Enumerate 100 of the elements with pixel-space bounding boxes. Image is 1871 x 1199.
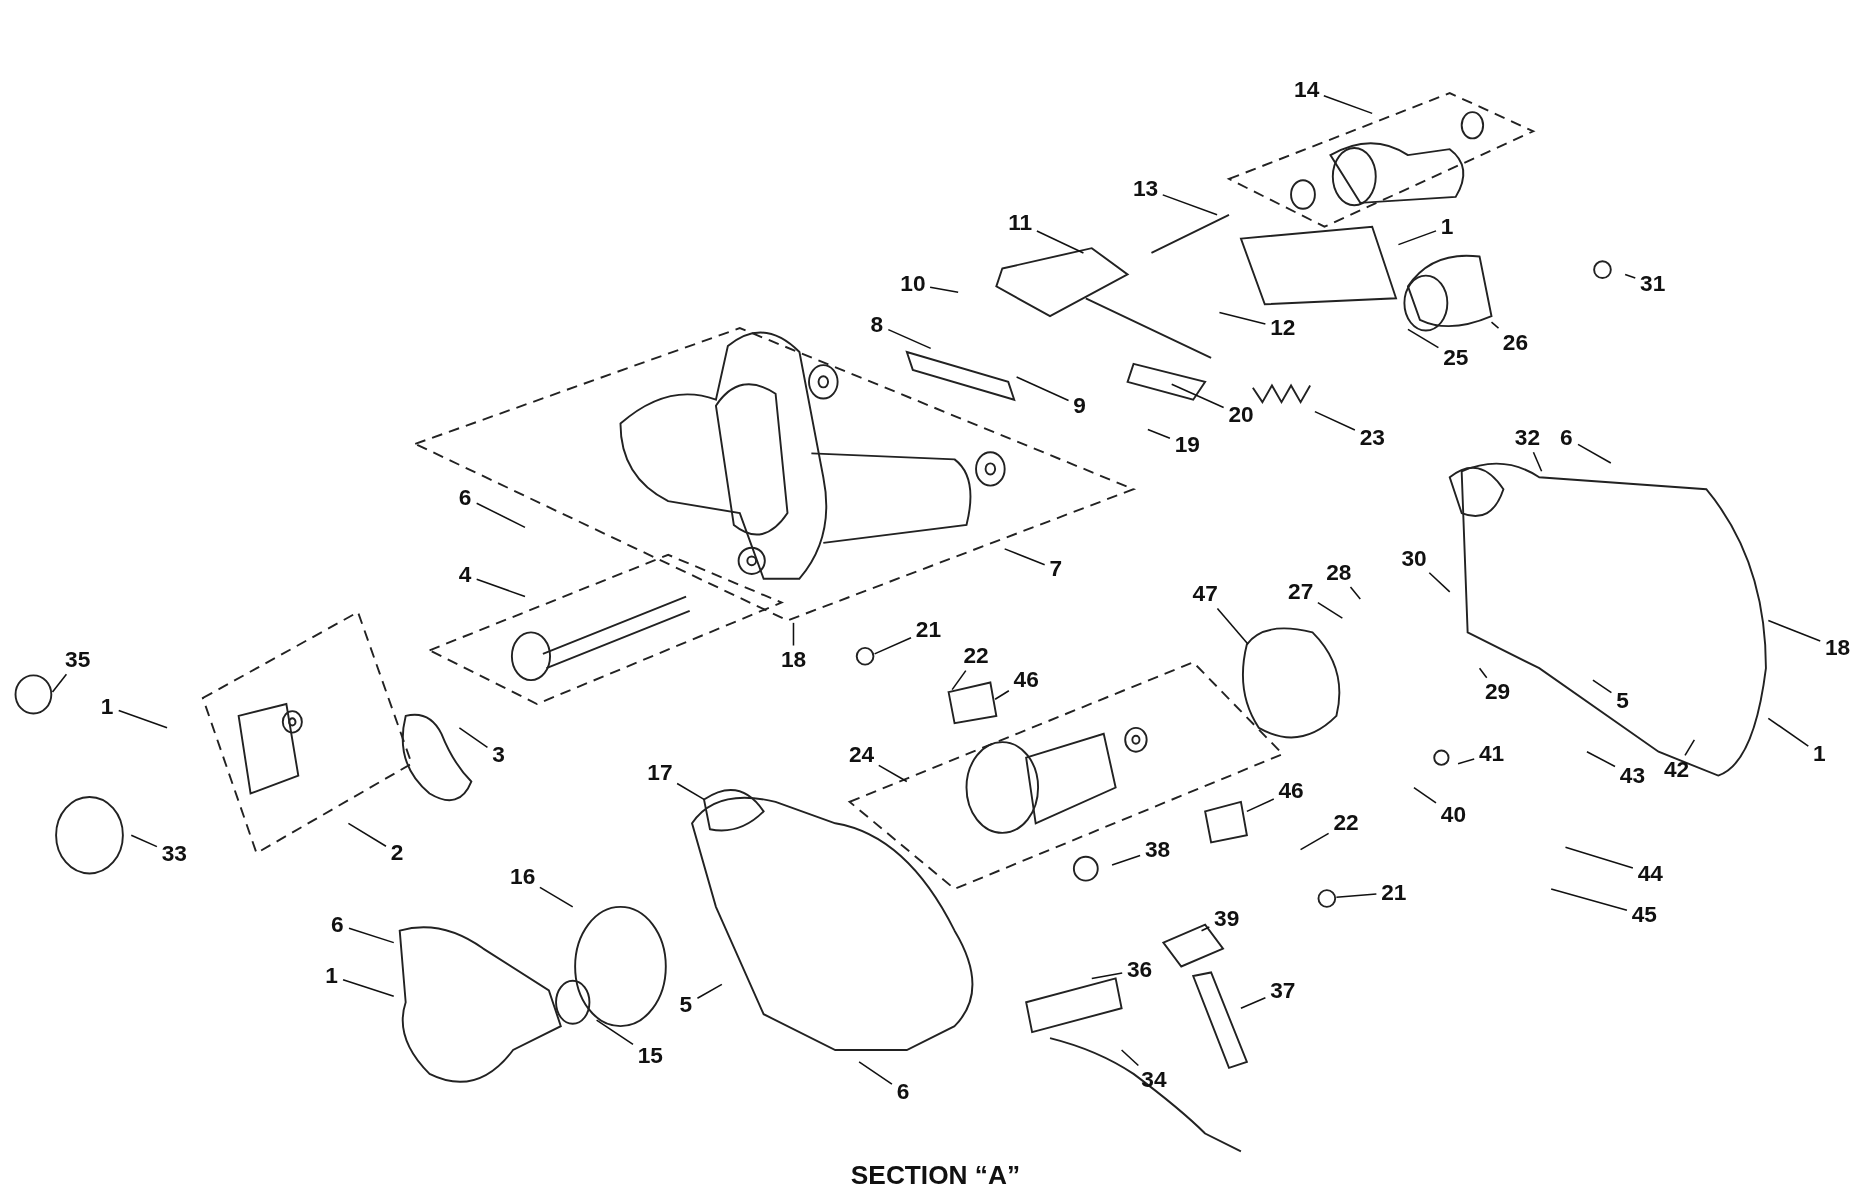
callout-number: 42 (1662, 757, 1691, 782)
leader-line (1299, 832, 1330, 851)
callout-number: 45 (1630, 903, 1659, 928)
callout-number: 30 (1400, 546, 1428, 571)
callout-number: 21 (1379, 880, 1408, 905)
callout-number: 6 (1558, 425, 1574, 450)
callout-number: 4 (457, 563, 473, 588)
callout-number: 46 (1012, 668, 1041, 693)
callout-number: 5 (678, 992, 694, 1017)
callout-number: 41 (1477, 742, 1506, 767)
callout-number: 33 (160, 842, 189, 867)
callout-number: 1 (323, 964, 339, 988)
leader-line (1577, 443, 1612, 464)
leader-line (994, 690, 1010, 700)
leader-line (1550, 888, 1628, 912)
callout-number: 8 (869, 312, 885, 337)
leader-line (347, 822, 387, 847)
leader-line (539, 886, 574, 908)
callout-number: 23 (1358, 425, 1387, 450)
callout-number: 1 (99, 694, 115, 719)
leader-line (51, 673, 68, 693)
callout-number: 17 (646, 761, 674, 786)
leader-line (595, 1019, 634, 1046)
callout-number: 35 (63, 647, 92, 672)
leader-line (1478, 667, 1488, 679)
callout-number: 36 (1125, 958, 1154, 982)
callout-number: 6 (457, 485, 473, 510)
callout-number: 21 (914, 618, 943, 642)
leader-line (1457, 758, 1475, 765)
callout-number: 19 (1173, 433, 1202, 457)
callout-number: 7 (1048, 557, 1064, 582)
callout-number: 27 (1286, 579, 1315, 604)
leader-line (1413, 786, 1437, 804)
callout-number: 25 (1442, 346, 1470, 370)
leader-line (951, 669, 967, 691)
callout-number: 43 (1618, 763, 1647, 788)
leader-line (1120, 1049, 1140, 1067)
leader-line (1091, 972, 1123, 980)
leader-line (1246, 798, 1275, 813)
callout-number: 13 (1131, 176, 1160, 201)
callout-number: 37 (1268, 978, 1297, 1003)
leader-line (1335, 893, 1378, 899)
callout-number: 5 (1615, 688, 1630, 713)
callout-number: 1 (1811, 742, 1827, 767)
leader-line (792, 622, 795, 647)
leader-line (1592, 679, 1613, 694)
leader-line (130, 834, 158, 848)
leader-line (696, 983, 723, 1000)
callout-number: 2 (389, 841, 405, 866)
callout-number: 9 (1072, 393, 1088, 418)
leader-line (887, 328, 932, 350)
leader-line (1314, 410, 1356, 431)
leader-line (1015, 376, 1070, 402)
callout-number: 32 (1513, 425, 1542, 450)
leader-line (1490, 321, 1500, 329)
leader-line (1407, 328, 1440, 349)
callout-number: 3 (491, 743, 506, 768)
leader-line (1349, 586, 1362, 600)
leader-line (1111, 854, 1141, 866)
callout-number: 40 (1439, 803, 1468, 827)
leader-line (1147, 428, 1171, 440)
leader-line (1317, 601, 1344, 619)
leader-line (1428, 571, 1451, 593)
leader-line (1240, 997, 1267, 1010)
leader-line (1767, 717, 1810, 747)
callout-number: 1 (1439, 214, 1455, 239)
callout-number: 29 (1483, 680, 1512, 704)
callout-number: 18 (1823, 636, 1852, 660)
leader-line (1564, 846, 1634, 869)
leader-line (676, 782, 705, 801)
leader-line (1162, 194, 1218, 216)
callout-number: 47 (1191, 582, 1219, 607)
callout-number: 44 (1636, 861, 1665, 886)
leader-line (1218, 311, 1267, 325)
callout-number: 18 (779, 647, 808, 672)
callout-number: 15 (636, 1044, 665, 1068)
leader-line (1767, 619, 1821, 642)
leader-line (929, 286, 959, 294)
callout-number: 24 (847, 743, 876, 768)
leader-line (1684, 739, 1696, 757)
leader-line (475, 578, 526, 598)
callout-number: 11 (1007, 211, 1034, 236)
leader-line (458, 727, 489, 749)
leader-line (873, 636, 912, 655)
callout-number: 46 (1277, 779, 1305, 803)
leader-line (1323, 95, 1373, 115)
leader-line (1532, 451, 1543, 473)
callout-number: 14 (1292, 77, 1321, 102)
leader-line (1397, 230, 1437, 246)
leader-line (1003, 548, 1046, 566)
callout-number: 22 (1332, 811, 1360, 836)
leader-line (1036, 230, 1085, 254)
callout-number: 34 (1140, 1067, 1168, 1092)
leader-line (1624, 273, 1637, 279)
callout-number: 12 (1268, 316, 1297, 341)
callout-number: 28 (1325, 560, 1353, 585)
callout-number: 39 (1212, 906, 1241, 931)
callout-number: 20 (1227, 403, 1255, 428)
callout-number: 6 (895, 1079, 911, 1104)
leader-line (348, 927, 395, 944)
